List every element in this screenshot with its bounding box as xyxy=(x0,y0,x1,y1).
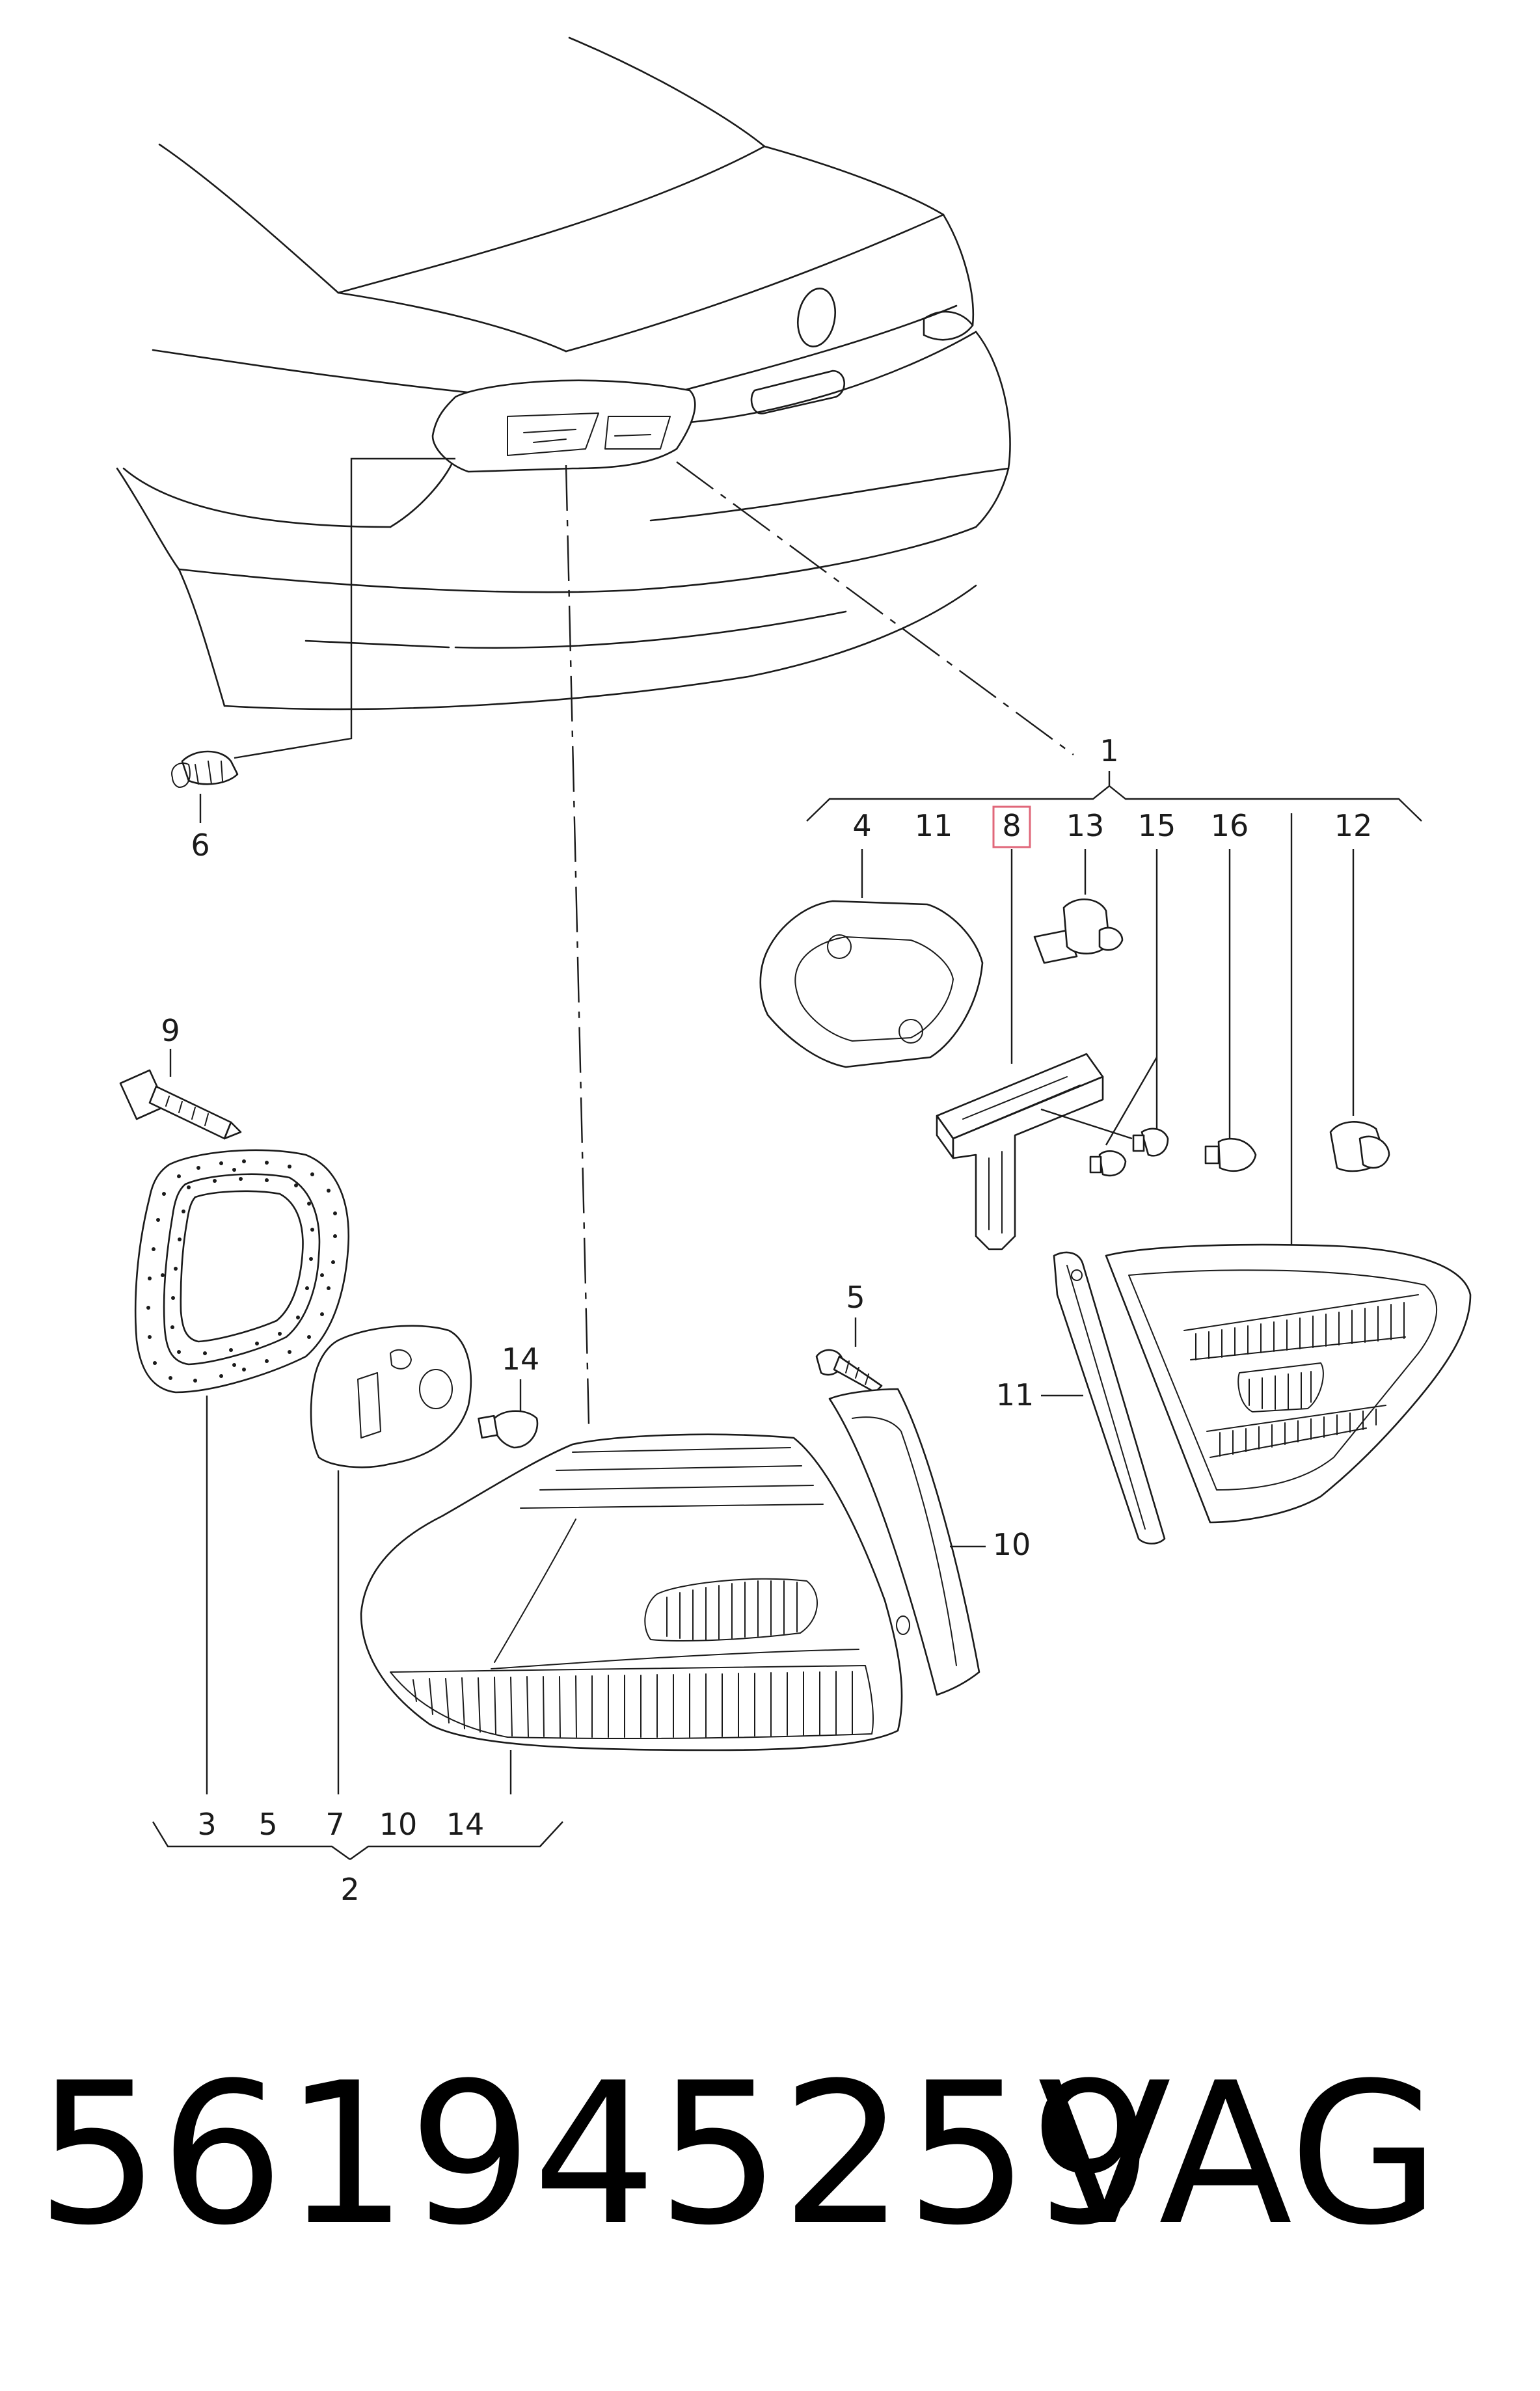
car-rear-body xyxy=(116,36,1011,710)
callout-10: 10 xyxy=(993,1527,1031,1562)
screw-part-5: 5 xyxy=(815,1280,883,1394)
callout-9: 9 xyxy=(161,1013,180,1048)
group1-item-2: 8 xyxy=(1002,808,1021,843)
group1-item-5: 16 xyxy=(1211,808,1249,843)
bulb-carrier-part-8 xyxy=(936,849,1104,1250)
group-1-labels: 4 11 8 13 15 16 12 xyxy=(852,805,1373,848)
outer-light-hatch xyxy=(412,1580,853,1738)
socket-part-12 xyxy=(1329,849,1390,1172)
clip-part-6: 6 xyxy=(171,750,239,863)
group2-item-0: 3 xyxy=(197,1807,216,1842)
bulb-socket-part-13 xyxy=(1033,849,1124,964)
callout-1: 1 xyxy=(1100,733,1118,768)
brand: VAG xyxy=(1038,2041,1440,2268)
group-2-bracket: 3 5 7 10 14 2 xyxy=(152,1807,563,1907)
outer-tail-light xyxy=(360,1433,903,1794)
callout-14: 14 xyxy=(502,1342,540,1377)
bulb-part-16 xyxy=(1204,849,1257,1172)
bulb-part-14: 14 xyxy=(478,1342,540,1449)
leader-lines xyxy=(234,457,1074,1425)
seal-part-3 xyxy=(134,1149,349,1794)
trim-part-10: 10 xyxy=(828,1388,1031,1696)
gasket-plate-part-7 xyxy=(310,1325,472,1794)
group-1-bracket: 1 xyxy=(806,733,1422,822)
group2-item-4: 14 xyxy=(446,1807,485,1842)
group1-item-4: 15 xyxy=(1138,808,1176,843)
group1-item-0: 4 xyxy=(852,808,871,843)
callout-11-trim: 11 xyxy=(996,1377,1034,1412)
stud-part-9: 9 xyxy=(119,1013,242,1140)
inner-light-hatch xyxy=(1183,1294,1419,1458)
callout-6: 6 xyxy=(191,828,209,863)
seal-dots xyxy=(146,1159,337,1383)
group2-item-2: 7 xyxy=(325,1807,344,1842)
inner-tail-light: 11 xyxy=(996,1243,1472,1545)
group2-item-1: 5 xyxy=(258,1807,277,1842)
group2-item-3: 10 xyxy=(379,1807,418,1842)
gasket-part-4 xyxy=(759,849,984,1068)
part-number: 561945259 xyxy=(36,2041,1154,2268)
callout-2: 2 xyxy=(340,1872,359,1907)
bulb-part-15 xyxy=(1040,849,1169,1177)
group1-item-3: 13 xyxy=(1066,808,1105,843)
group1-item-6: 12 xyxy=(1334,808,1373,843)
group1-item-1: 11 xyxy=(915,808,953,843)
callout-5: 5 xyxy=(846,1280,865,1315)
highlight-box-8 xyxy=(992,805,1031,848)
footer: 561945259 VAG xyxy=(36,2041,1440,2268)
